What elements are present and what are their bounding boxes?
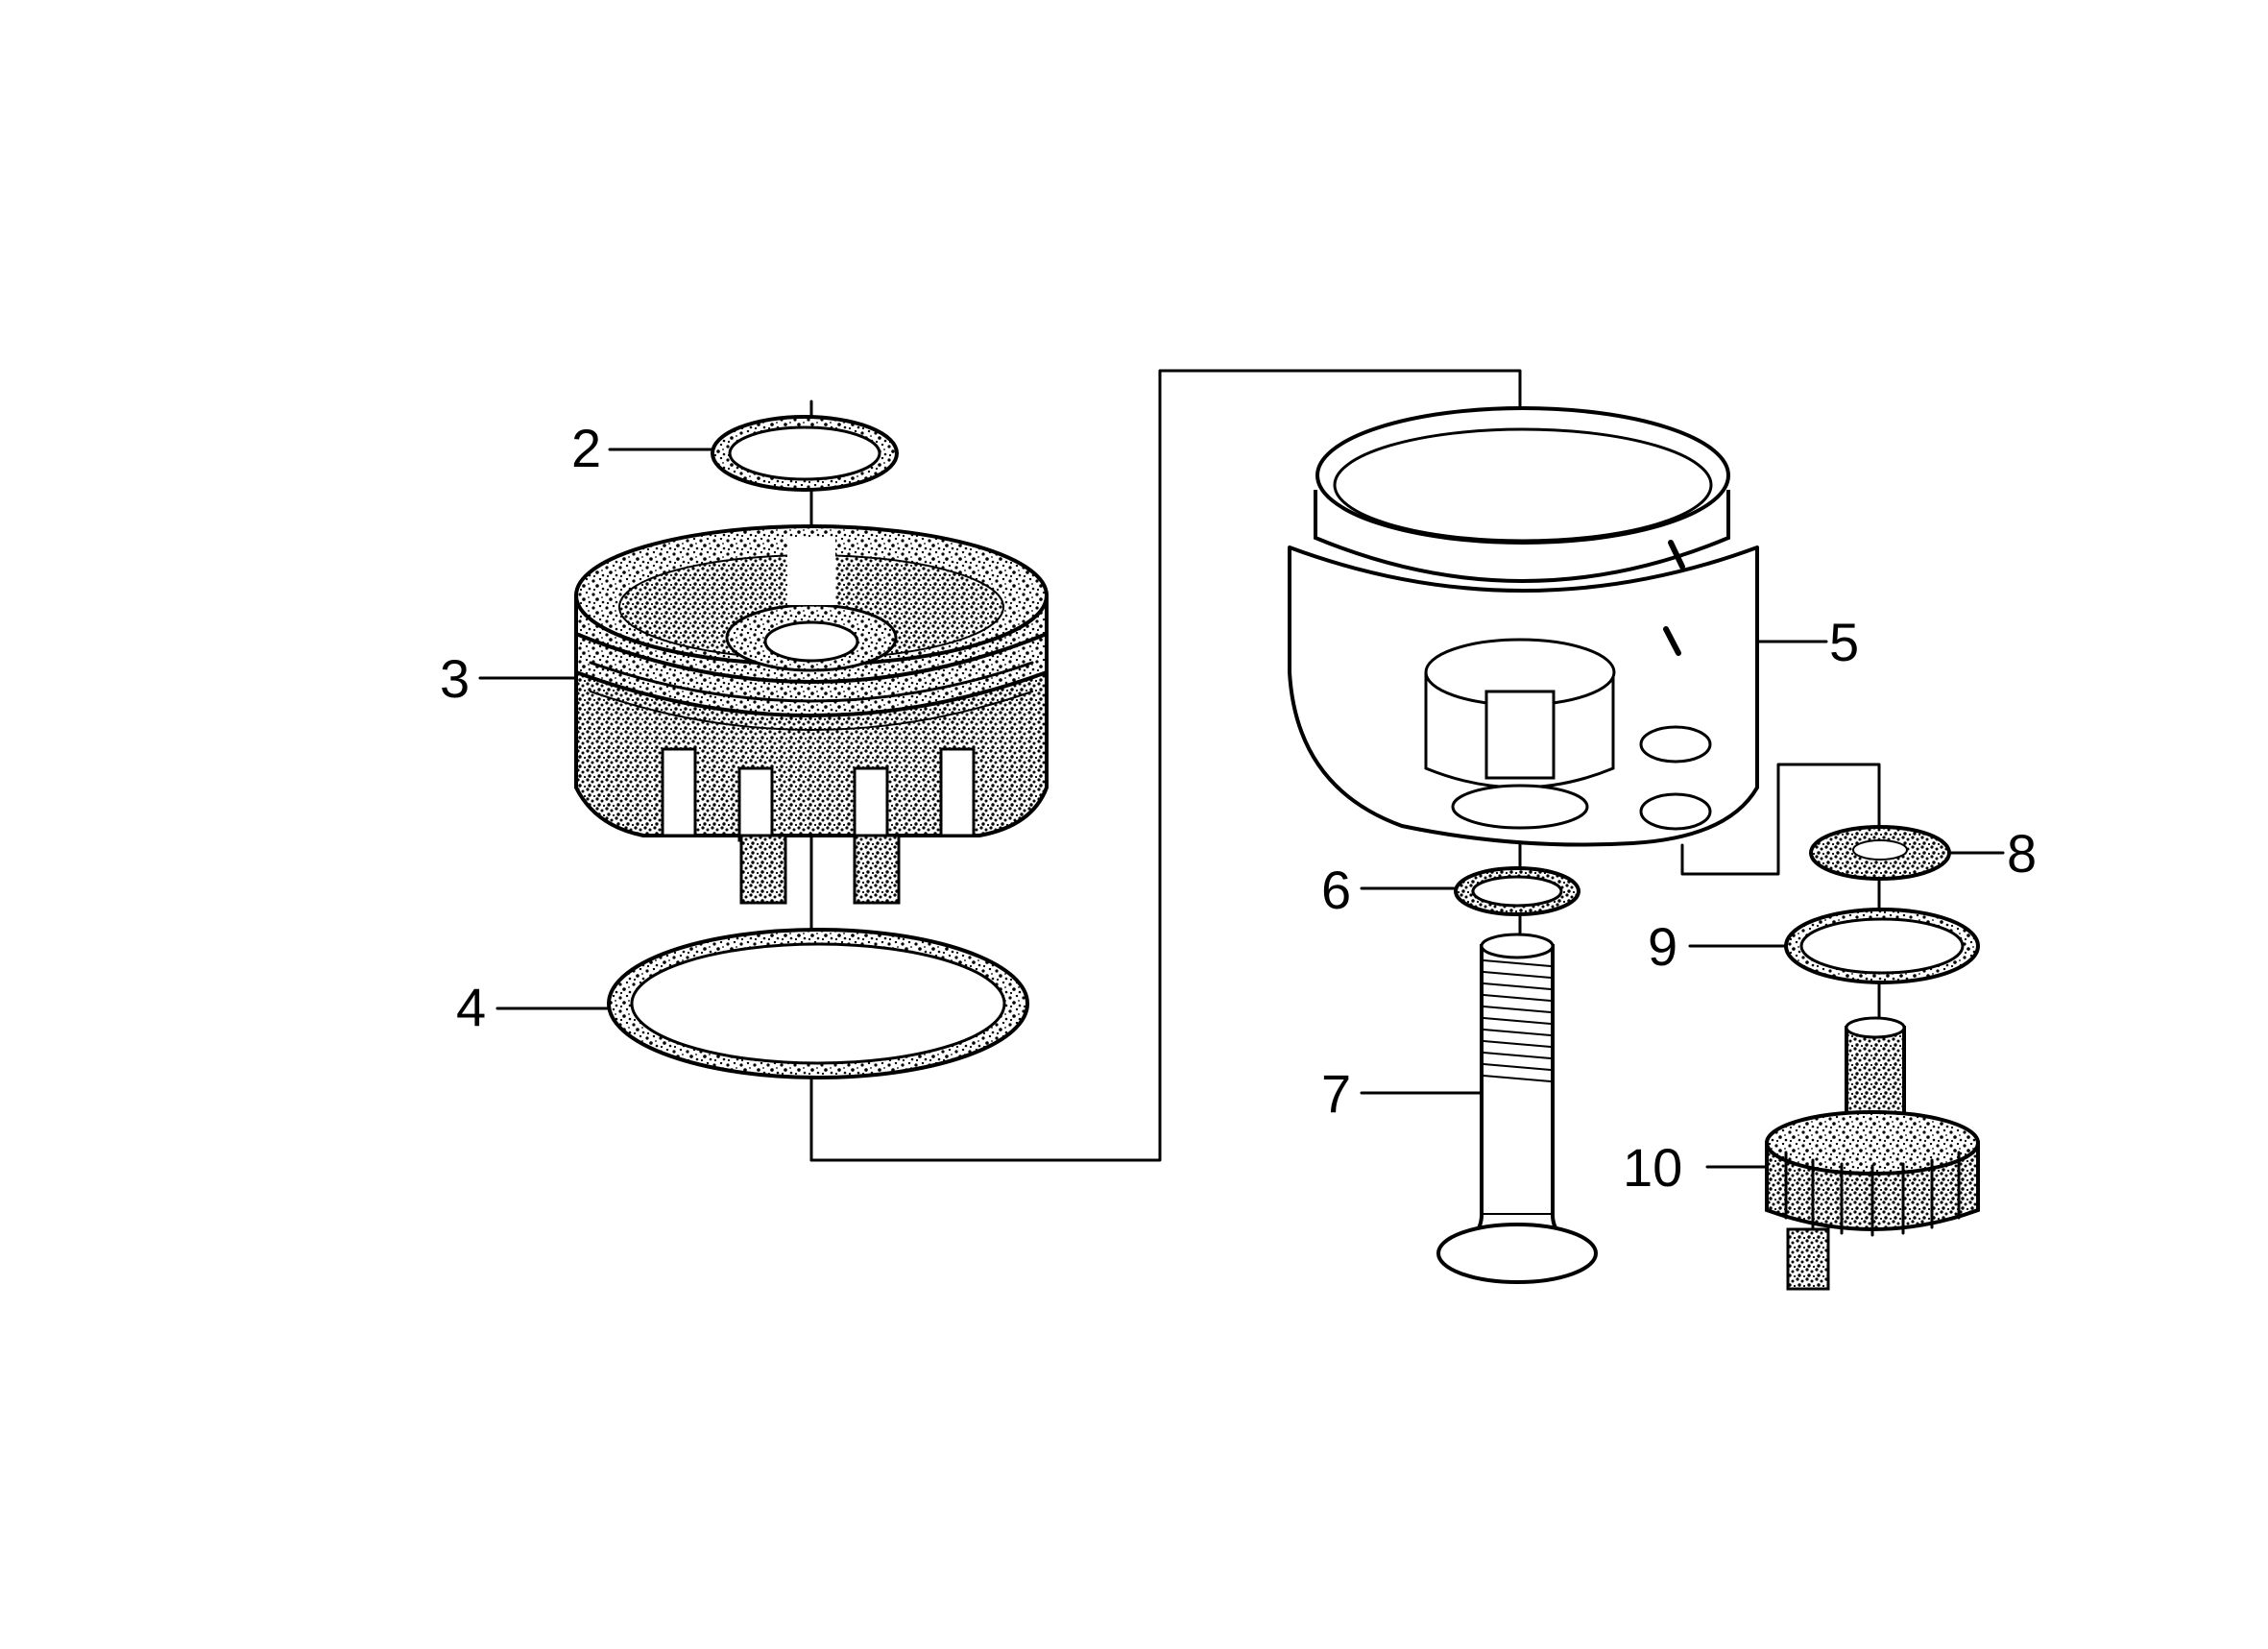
leader-lines	[478, 448, 2005, 1169]
part-6-oring	[1454, 866, 1580, 916]
callout-4: 4	[456, 977, 486, 1037]
part-5-housing	[1288, 406, 1759, 847]
part-3-hub	[574, 524, 1049, 905]
callout-2: 2	[571, 418, 601, 478]
callout-10: 10	[1623, 1137, 1682, 1198]
callout-8: 8	[2007, 823, 2037, 884]
part-7-bolt	[1436, 933, 1598, 1284]
part-4-large-ring	[607, 928, 1029, 1079]
callout-5: 5	[1829, 612, 1859, 672]
part-10-gear	[1765, 1016, 1980, 1291]
part-9-oring	[1784, 908, 1980, 984]
callout-3: 3	[440, 648, 470, 709]
callout-6: 6	[1321, 860, 1351, 920]
part-8-washer	[1809, 825, 1951, 881]
callout-7: 7	[1321, 1063, 1351, 1124]
bracket-right	[1680, 763, 1881, 1030]
callout-9: 9	[1648, 916, 1677, 977]
part-2-oring	[711, 415, 899, 492]
